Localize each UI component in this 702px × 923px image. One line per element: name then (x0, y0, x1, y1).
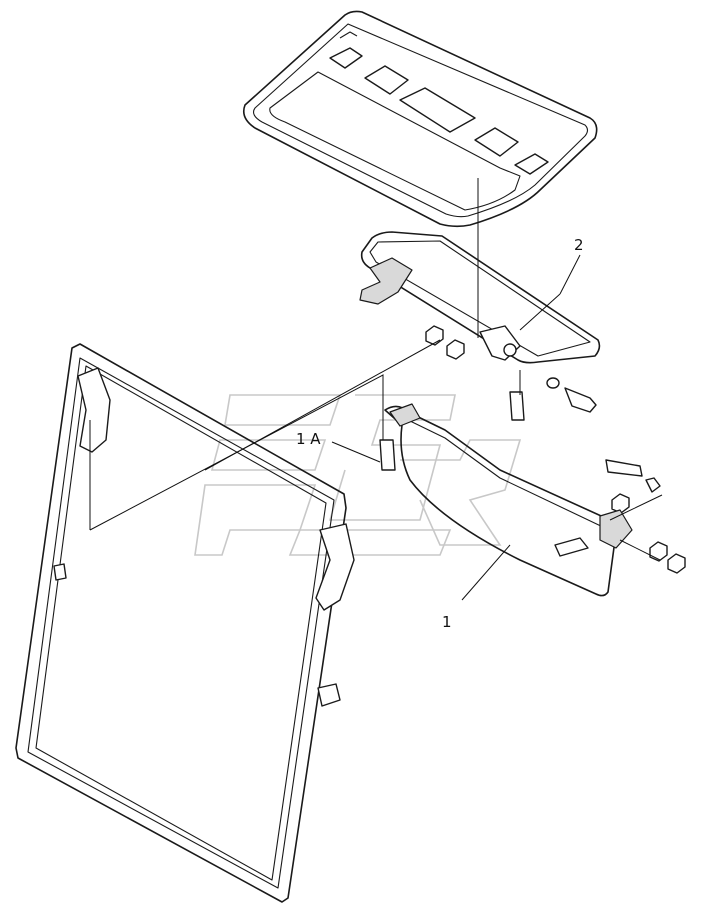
hardware (379, 325, 686, 574)
roof-panel (242, 10, 598, 228)
washer (546, 377, 560, 389)
watermark-logo (194, 394, 522, 556)
callout-leaders (331, 254, 581, 601)
guide-lines (89, 178, 663, 561)
leader-part-1 (461, 544, 511, 601)
door-frame (15, 343, 355, 903)
bolt (509, 391, 525, 421)
nut (667, 553, 686, 574)
bolt (379, 439, 396, 471)
callout-label-1: 1 (442, 613, 452, 631)
nut (649, 541, 668, 562)
nut (611, 493, 630, 514)
seal-frame-part-2 (359, 231, 601, 364)
callout-label-1a: 1 A (296, 430, 321, 448)
nut (446, 339, 465, 360)
hinge-bracket-part-1 (384, 403, 633, 597)
bolt (605, 459, 643, 477)
leader-part-2 (559, 254, 581, 295)
washer (645, 477, 661, 493)
callout-label-2: 2 (574, 236, 584, 254)
nut (425, 325, 444, 346)
leader-part-1a (331, 441, 381, 463)
bolt (564, 387, 597, 413)
bolt (554, 537, 589, 557)
